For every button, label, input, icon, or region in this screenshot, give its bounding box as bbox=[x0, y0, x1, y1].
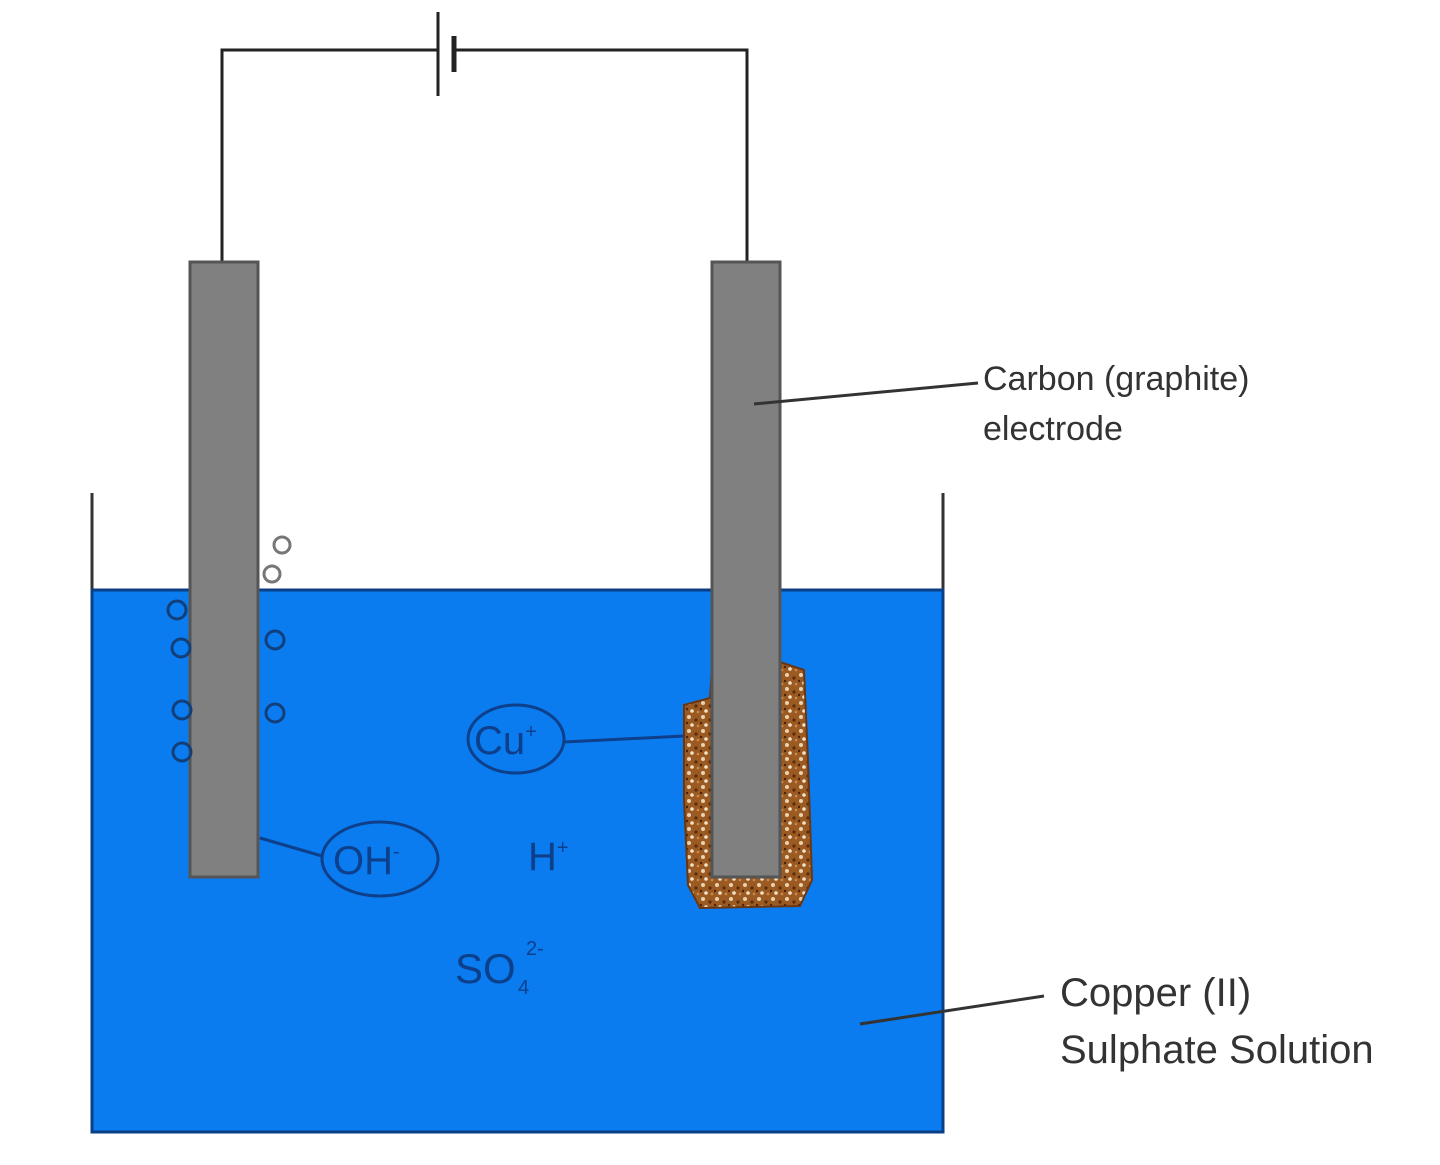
electrode-label-line1: Carbon (graphite) bbox=[983, 360, 1249, 398]
h-ion-charge: + bbox=[557, 837, 569, 859]
electrode-label-line2: electrode bbox=[983, 410, 1123, 448]
copper-ion: Cu+ bbox=[466, 703, 566, 775]
so4-ion-charge: 2- bbox=[526, 938, 544, 960]
so4-ion-subscript: 4 bbox=[518, 977, 529, 999]
gas-bubbles bbox=[166, 535, 292, 763]
so4-ion-label: SO bbox=[455, 945, 516, 992]
solution-label-line2: Sulphate Solution bbox=[1060, 1028, 1374, 1072]
electrode-label-leader bbox=[753, 381, 979, 406]
hydrogen-ion: H+ bbox=[528, 835, 569, 879]
beaker bbox=[90, 493, 945, 590]
hydroxide-ion: OH- bbox=[320, 820, 440, 898]
solution-label-leader bbox=[859, 994, 1045, 1026]
svg-text:Cu+: Cu+ bbox=[474, 719, 537, 763]
circuit-wire bbox=[220, 48, 749, 262]
battery-cell-icon bbox=[436, 12, 457, 96]
oh-ion-charge: - bbox=[393, 841, 400, 863]
cathode-electrode bbox=[710, 260, 782, 879]
oh-ion-label: OH bbox=[333, 839, 393, 883]
anode-electrode bbox=[188, 260, 260, 879]
cu-ion-label: Cu bbox=[474, 719, 525, 763]
solution-label-line1: Copper (II) bbox=[1060, 971, 1251, 1015]
cu-ion-charge: + bbox=[525, 721, 537, 743]
sulphate-ion: SO 4 2- bbox=[455, 938, 544, 999]
cu-ion-pointer bbox=[563, 734, 685, 744]
svg-text:OH-: OH- bbox=[333, 839, 400, 883]
h-ion-label: H bbox=[528, 835, 557, 879]
oh-ion-pointer bbox=[259, 836, 323, 858]
